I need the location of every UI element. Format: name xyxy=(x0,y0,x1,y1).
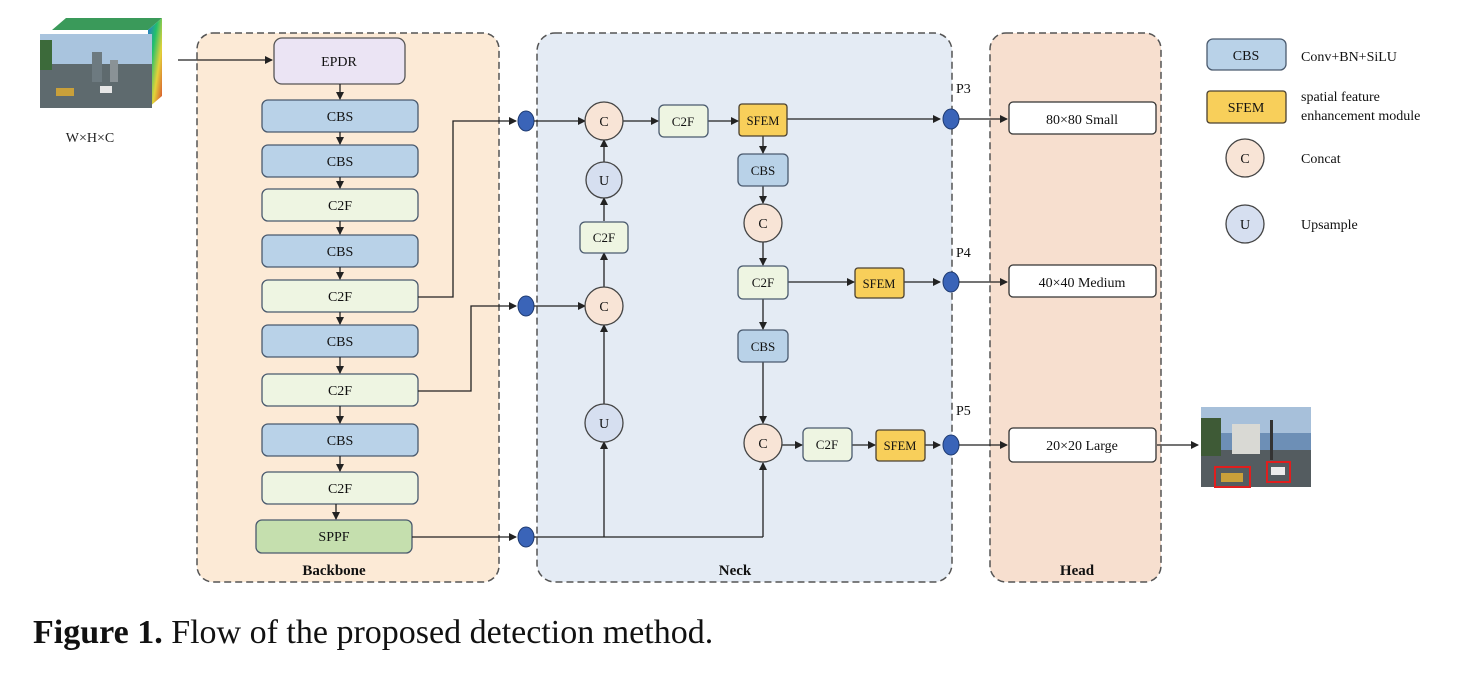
c2f-label: C2F xyxy=(672,114,694,129)
legend-cbs-desc: Conv+BN+SiLU xyxy=(1301,50,1397,65)
cbs-block xyxy=(737,329,789,363)
head-title: Head xyxy=(1060,563,1095,579)
c2f-label: C2F xyxy=(328,199,352,214)
p5-label: P5 xyxy=(956,404,971,419)
neck-c2f-blocks: C2F C2F C2F C2F xyxy=(579,104,853,462)
upsample-node xyxy=(585,161,623,199)
figure-caption: Figure 1. Flow of the proposed detection… xyxy=(33,614,713,652)
cbs-block xyxy=(737,153,789,187)
upsample-node xyxy=(584,403,624,443)
junction-node xyxy=(517,526,535,548)
detection-box xyxy=(1266,461,1291,483)
legend-upsample-swatch xyxy=(1225,204,1265,244)
legend-sfem-swatch xyxy=(1206,90,1287,124)
sfem-label: SFEM xyxy=(863,277,896,291)
epdr-label: EPDR xyxy=(321,55,357,70)
legend-upsample-desc: Upsample xyxy=(1301,218,1358,233)
cbs-label: CBS xyxy=(751,339,776,354)
concat-node xyxy=(584,286,624,326)
legend-cbs-symbol: CBS xyxy=(1233,49,1259,64)
concat-node xyxy=(584,101,624,141)
cbs-label: CBS xyxy=(327,434,353,449)
input-image-cube xyxy=(40,18,162,108)
cbs-label: CBS xyxy=(327,155,353,170)
output-large-label: 20×20 Large xyxy=(1046,439,1118,454)
junction-node xyxy=(942,434,960,456)
c2f-block xyxy=(658,104,709,138)
c2f-block xyxy=(261,471,419,505)
concat-node xyxy=(743,423,783,463)
neck-cbs-blocks: CBS CBS xyxy=(737,153,789,363)
legend: CBS Conv+BN+SiLU SFEM spatial feature en… xyxy=(1206,38,1420,244)
c2f-block xyxy=(737,265,789,300)
concat-label: C xyxy=(599,115,608,130)
cbs-label: CBS xyxy=(327,245,353,260)
concat-label: C xyxy=(599,300,608,315)
c2f-block xyxy=(579,221,629,254)
legend-concat-symbol: C xyxy=(1240,152,1249,167)
legend-sfem-desc: spatial feature enhancement module xyxy=(1301,90,1420,124)
legend-upsample-symbol: U xyxy=(1240,218,1250,233)
junction-node xyxy=(517,110,535,132)
backbone-stack: EPDR CBS CBS C2F CBS C2F CBS C2F CBS C2F… xyxy=(255,37,419,554)
junction-nodes xyxy=(517,108,960,548)
p4-label: P4 xyxy=(956,246,971,261)
sfem-block xyxy=(738,103,788,137)
output-detection-image xyxy=(1201,407,1311,488)
c2f-label: C2F xyxy=(752,275,774,290)
caption-text: Flow of the proposed detection method. xyxy=(162,614,714,651)
legend-concat-swatch xyxy=(1225,138,1265,178)
concat-label: C xyxy=(758,217,767,232)
backbone-arrows xyxy=(332,84,344,520)
c2f-label: C2F xyxy=(816,437,838,452)
input-size-label: W×H×C xyxy=(66,131,114,146)
output-box-large xyxy=(1008,427,1157,463)
legend-sfem-symbol: SFEM xyxy=(1228,101,1265,116)
neck-upsample-nodes: U U xyxy=(584,161,624,443)
junction-node xyxy=(517,295,535,317)
caption-label: Figure 1. xyxy=(33,614,163,651)
cbs-label: CBS xyxy=(327,335,353,350)
p3-label: P3 xyxy=(956,82,971,97)
junction-node xyxy=(942,108,960,130)
cbs-label: CBS xyxy=(751,163,776,178)
sfem-block xyxy=(875,429,926,462)
sfem-block xyxy=(854,267,905,299)
junction-node xyxy=(942,271,960,293)
neck-sfem-blocks: SFEM SFEM SFEM xyxy=(738,103,926,462)
output-small-label: 80×80 Small xyxy=(1046,113,1118,128)
upsample-label: U xyxy=(599,417,609,432)
c2f-label: C2F xyxy=(328,290,352,305)
sppf-label: SPPF xyxy=(318,530,349,545)
c2f-label: C2F xyxy=(328,482,352,497)
head-outputs: 80×80 Small 40×40 Medium 20×20 Large xyxy=(1008,101,1157,463)
backbone-neck-links xyxy=(412,117,517,541)
legend-concat-desc: Concat xyxy=(1301,152,1341,167)
output-box-small xyxy=(1008,101,1157,135)
sfem-label: SFEM xyxy=(747,114,780,128)
c2f-label: C2F xyxy=(328,384,352,399)
output-medium-label: 40×40 Medium xyxy=(1039,276,1126,291)
c2f-block xyxy=(802,427,853,462)
sfem-label: SFEM xyxy=(884,439,917,453)
neck-title: Neck xyxy=(719,563,752,579)
concat-node xyxy=(743,203,783,243)
concat-label: C xyxy=(758,437,767,452)
cbs-label: CBS xyxy=(327,110,353,125)
neck-arrows xyxy=(534,115,1199,538)
upsample-label: U xyxy=(599,174,609,189)
legend-cbs-swatch xyxy=(1206,38,1287,71)
backbone-title: Backbone xyxy=(302,563,366,579)
detection-box xyxy=(1214,466,1251,488)
neck-concat-nodes: C C C C xyxy=(584,101,783,463)
output-box-medium xyxy=(1008,264,1157,298)
c2f-label: C2F xyxy=(593,230,615,245)
